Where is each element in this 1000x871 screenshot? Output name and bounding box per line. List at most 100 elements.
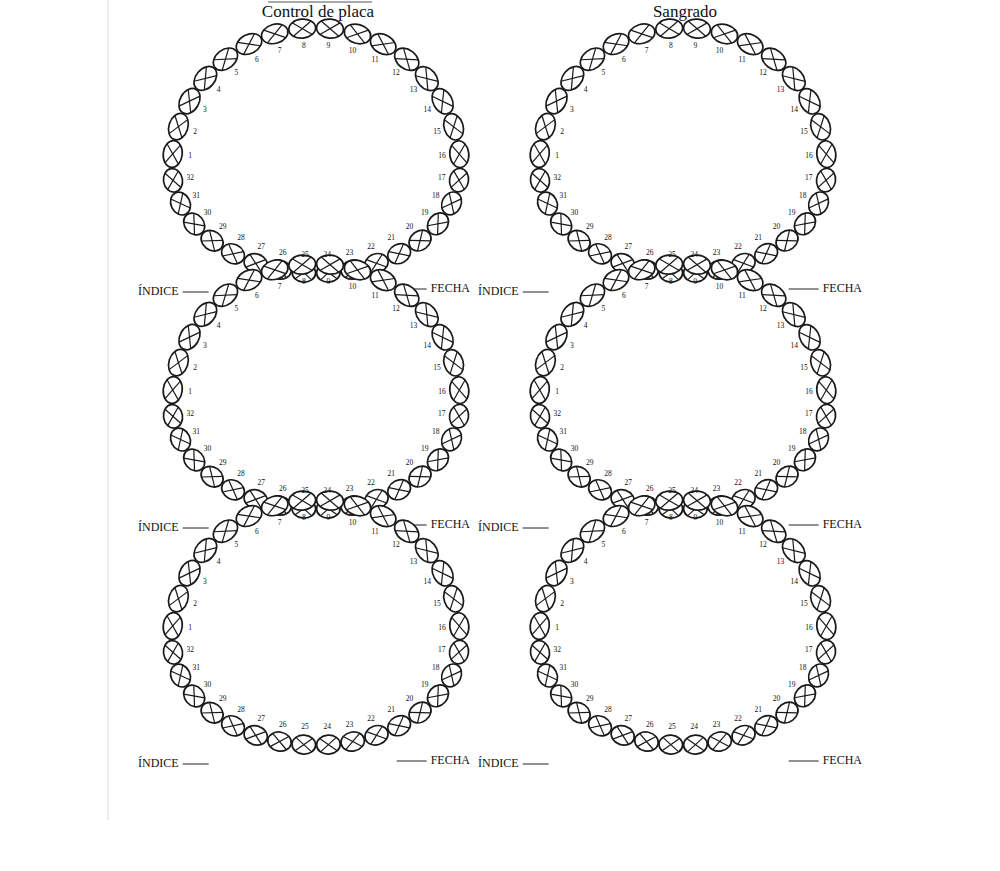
tooth-symbol	[441, 347, 467, 378]
tooth-surface-divider	[165, 616, 180, 636]
tooth-outline	[709, 21, 740, 47]
tooth-surface-divider	[238, 270, 261, 291]
tooth-symbol	[165, 111, 191, 142]
tooth-number: 16	[438, 152, 446, 160]
tooth-symbol	[608, 723, 636, 749]
tooth-surface-divider	[662, 737, 679, 751]
tooth-surface-divider	[809, 665, 828, 686]
tooth-surface-divider	[346, 497, 368, 515]
field-label: FECHA	[823, 282, 862, 294]
tooth-surface-divider	[214, 48, 237, 70]
tooth-outline	[626, 257, 657, 283]
tooth-number: 20	[773, 695, 781, 703]
tooth-outline	[441, 111, 467, 142]
tooth-surface-divider	[581, 284, 604, 306]
tooth-symbol	[808, 583, 834, 614]
tooth-number: 5	[234, 305, 238, 313]
tooth-outline	[795, 557, 825, 590]
tooth-surface-divider	[538, 665, 557, 686]
tooth-surface-divider	[452, 616, 467, 636]
tooth-symbol	[815, 376, 837, 405]
tooth-surface-divider	[320, 493, 340, 508]
tooth-number: 30	[571, 681, 579, 689]
tooth-outline	[815, 639, 837, 665]
tooth-surface-divider	[444, 116, 463, 138]
tooth-number: 20	[773, 459, 781, 467]
tooth-surface-divider	[818, 643, 834, 662]
tooth-number: 30	[571, 209, 579, 217]
tooth-surface-divider	[546, 90, 567, 113]
tooth-surface-divider	[372, 34, 395, 55]
tooth-surface-divider	[223, 480, 244, 500]
tooth-surface-divider	[809, 193, 828, 214]
tooth-surface-divider	[295, 737, 312, 751]
tooth-surface-divider	[776, 230, 797, 251]
tooth-surface-divider	[169, 116, 188, 138]
tooth-surface-divider	[568, 702, 589, 723]
tooth-outline	[448, 167, 470, 193]
tooth-outline	[805, 661, 832, 691]
tooth-surface-divider	[389, 480, 410, 500]
tooth-surface-divider	[201, 466, 222, 487]
tooth-surface-divider	[546, 326, 567, 349]
tooth-number: 3	[570, 342, 574, 350]
tooth-number: 6	[255, 56, 259, 64]
tooth-symbol	[342, 257, 373, 283]
tooth-number: 7	[278, 519, 282, 527]
tooth-number: 32	[554, 646, 562, 654]
field-label: ÍNDICE	[478, 521, 519, 533]
tooth-number: 17	[805, 646, 813, 654]
tooth-surface-divider	[389, 716, 410, 736]
tooth-surface-divider	[538, 193, 557, 214]
tooth-surface-divider	[320, 493, 340, 508]
tooth-number: 5	[601, 305, 605, 313]
tooth-outline	[259, 493, 290, 519]
tooth-number: 10	[716, 519, 724, 527]
tooth-number: 21	[387, 234, 395, 242]
tooth-surface-divider	[590, 244, 611, 264]
tooth-symbol	[448, 403, 470, 429]
tooth-surface-divider	[546, 562, 567, 585]
tooth-surface-divider	[264, 25, 286, 43]
tooth-number: 1	[188, 624, 192, 632]
tooth-symbol	[233, 29, 266, 58]
tooth-surface-divider	[451, 171, 467, 190]
tooth-outline	[795, 321, 825, 354]
tooth-number: 26	[279, 249, 287, 257]
tooth-surface-divider	[811, 588, 830, 610]
tooth-symbol	[428, 85, 458, 118]
tooth-symbol	[162, 639, 185, 665]
tooth-surface-divider	[561, 303, 584, 326]
tooth-surface-divider	[536, 588, 555, 610]
tooth-number: 4	[217, 558, 221, 566]
tooth-symbol	[633, 730, 660, 753]
tooth-number: 4	[584, 558, 588, 566]
tooth-surface-divider	[372, 270, 395, 291]
tooth-number: 12	[759, 305, 767, 313]
tooth-number: 18	[799, 664, 807, 672]
tooth-number: 29	[219, 459, 227, 467]
tooth-number: 27	[258, 715, 266, 723]
tooth-surface-divider	[451, 643, 467, 662]
tooth-surface-divider	[811, 352, 830, 374]
tooth-symbol	[233, 265, 266, 294]
tooth-surface-divider	[776, 230, 797, 251]
tooth-number: 24	[691, 723, 699, 731]
tooth-surface-divider	[783, 539, 806, 562]
tooth-number: 21	[754, 706, 762, 714]
tooth-number: 19	[788, 681, 796, 689]
tooth-surface-divider	[409, 466, 430, 487]
tooth-surface-divider	[409, 702, 430, 723]
tooth-surface-divider	[238, 506, 261, 527]
tooth-number: 12	[759, 541, 767, 549]
tooth-number: 4	[584, 322, 588, 330]
tooth-surface-divider	[366, 726, 386, 744]
tooth-surface-divider	[794, 449, 815, 470]
tooth-number: 27	[625, 479, 633, 487]
tooth-symbol	[815, 167, 837, 193]
field-label: FECHA	[823, 518, 862, 530]
tooth-symbol	[438, 661, 465, 691]
tooth-number: 8	[669, 514, 673, 522]
tooth-number: 3	[570, 106, 574, 114]
tooth-number: 13	[410, 558, 418, 566]
